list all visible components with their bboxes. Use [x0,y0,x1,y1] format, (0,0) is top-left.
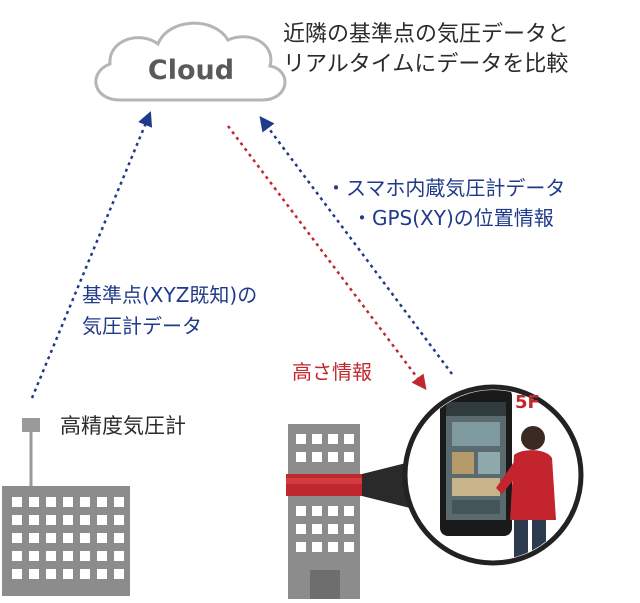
magnifier-circle [402,384,584,566]
reference-note-line-1: 基準点(XYZ既知)の [82,283,258,307]
height-info-label: 高さ情報 [292,360,372,384]
target-building [288,424,360,599]
reference-building [2,486,130,596]
cloud-label: Cloud [147,55,235,86]
upload-note-line-1: ・スマホ内蔵気圧計データ [326,176,566,200]
barometer-sensor-icon [22,418,40,486]
upload-note-line-2: ・GPS(XY)の位置情報 [352,206,554,230]
phone-upload-arrow [259,115,454,375]
comparison-note-line-1: 近隣の基準点の気圧データと [283,22,570,47]
reference-upload-arrow [30,111,153,399]
cloud-icon [94,21,287,102]
floor-label: 5F [515,392,540,413]
height-info-arrow [227,125,427,390]
person-icon [496,426,556,560]
barometer-label: 高精度気圧計 [60,414,186,438]
comparison-note-line-2: リアルタイムにデータを比較 [283,52,569,77]
reference-note-line-2: 気圧計データ [82,314,202,338]
